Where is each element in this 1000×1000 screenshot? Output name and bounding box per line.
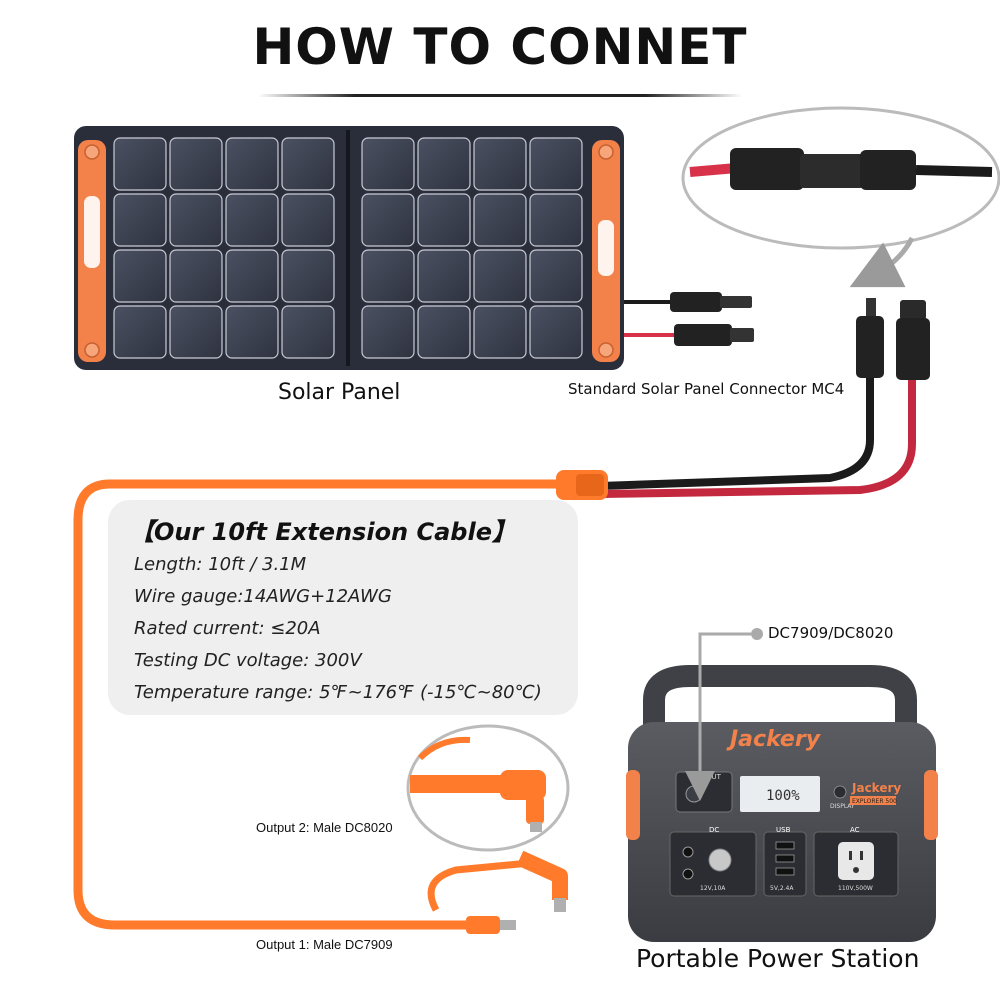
solar-cell — [473, 193, 527, 247]
output-1-label: Output 1: Male DC7909 — [256, 937, 393, 952]
solar-cell — [473, 305, 527, 359]
mc4-pair-connectors — [599, 298, 930, 498]
brand-small: Jackery — [851, 781, 901, 795]
solar-cell — [529, 249, 583, 303]
portable-power-station: Jackery INPUT 100% DISPLAY Jackery EXPLO… — [626, 665, 938, 942]
solar-cell — [417, 137, 471, 191]
dc-section-label: DC — [709, 826, 719, 834]
ac-section-label: AC — [850, 826, 860, 834]
battery-readout: 100% — [766, 788, 800, 804]
solar-cell — [281, 193, 335, 247]
solar-cell — [361, 137, 415, 191]
solar-cell — [281, 305, 335, 359]
dc8020-zoom-bubble — [406, 724, 570, 852]
solar-cell — [113, 137, 167, 191]
solar-cell — [281, 249, 335, 303]
power-station-label: Portable Power Station — [636, 944, 920, 973]
input-port-label: INPUT — [700, 773, 722, 781]
spec-rated-current: Rated current: ≤20A — [134, 618, 321, 639]
solar-cell — [113, 193, 167, 247]
solar-cell — [169, 137, 223, 191]
ac-rating: 110V,500W — [838, 885, 873, 892]
solar-cell — [417, 193, 471, 247]
solar-cell — [169, 305, 223, 359]
brand-logo: Jackery — [726, 727, 822, 752]
solar-cell — [169, 249, 223, 303]
solar-cell — [361, 193, 415, 247]
solar-panel — [74, 126, 624, 370]
extension-cable — [73, 470, 608, 934]
spec-length: Length: 10ft / 3.1M — [134, 554, 307, 575]
model-label: EXPLORER 500 — [852, 798, 897, 805]
output-2-label: Output 2: Male DC8020 — [256, 820, 393, 835]
display-label: DISPLAY — [830, 803, 855, 810]
solar-panel-label: Solar Panel — [278, 380, 401, 405]
title-underline — [258, 94, 742, 97]
solar-cell — [361, 305, 415, 359]
mc4-zoom-bubble — [681, 106, 1000, 250]
solar-cell — [225, 305, 279, 359]
dc-rating: 12V,10A — [700, 885, 726, 892]
solar-cell — [361, 249, 415, 303]
mc4-connector-label: Standard Solar Panel Connector MC4 — [568, 380, 845, 398]
solar-cell — [417, 305, 471, 359]
solar-cells — [113, 137, 583, 359]
solar-cell — [529, 193, 583, 247]
spec-title: 【Our 10ft Extension Cable】 — [130, 518, 516, 546]
usb-section-label: USB — [776, 826, 791, 834]
solar-cell — [417, 249, 471, 303]
solar-cell — [169, 193, 223, 247]
solar-cell — [225, 249, 279, 303]
solar-cell — [225, 137, 279, 191]
solar-cell — [281, 137, 335, 191]
spec-temperature: Temperature range: 5℉~176℉ (-15℃~80℃) — [134, 682, 542, 703]
solar-cell — [473, 137, 527, 191]
panel-mc4-connectors — [624, 292, 754, 346]
dc-port-label: DC7909/DC8020 — [768, 624, 894, 642]
page-title: HOW TO CONNET — [252, 18, 748, 76]
spec-card — [108, 500, 578, 715]
usb-rating: 5V,2.4A — [770, 885, 794, 892]
arrow-pointer-icon — [685, 628, 763, 801]
solar-cell — [529, 305, 583, 359]
arrow-curved-icon — [849, 236, 915, 288]
solar-cell — [225, 193, 279, 247]
solar-cell — [113, 249, 167, 303]
solar-cell — [113, 305, 167, 359]
spec-wire-gauge: Wire gauge:14AWG+12AWG — [134, 586, 392, 607]
solar-cell — [473, 249, 527, 303]
solar-cell — [529, 137, 583, 191]
spec-test-voltage: Testing DC voltage: 300V — [134, 650, 362, 671]
